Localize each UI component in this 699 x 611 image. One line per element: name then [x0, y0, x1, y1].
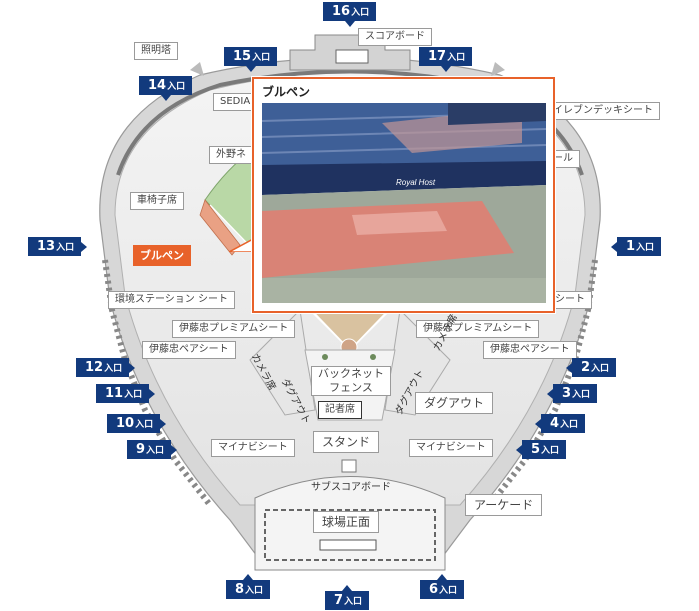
bullpen-strip — [199, 199, 241, 256]
label-env-station[interactable]: 環境ステーション シート — [108, 291, 235, 309]
gate-6[interactable]: 6入口 — [420, 574, 465, 599]
label-seven-eleven-deck[interactable]: イレブンデッキシート — [546, 102, 660, 120]
gate-2[interactable]: 2入口 — [565, 358, 617, 377]
light-tower-left — [190, 62, 204, 76]
bullpen-photo: Royal Host — [262, 103, 546, 303]
gate-3[interactable]: 3入口 — [546, 384, 598, 403]
label-itochu-premium-right[interactable]: 伊藤忠プレミアムシート — [416, 320, 540, 338]
gate-16[interactable]: 16入口 — [323, 2, 377, 27]
label-mynavi-left[interactable]: マイナビシート — [211, 439, 295, 457]
label-main-front[interactable]: 球場正面 — [313, 511, 380, 533]
sub-scoreboard-shape — [341, 459, 357, 473]
label-itochu-pair-left[interactable]: 伊藤忠ペアシート — [142, 341, 236, 359]
label-stand[interactable]: スタンド — [313, 431, 380, 453]
label-scoreboard: スコアボード — [358, 28, 432, 46]
label-mynavi-right[interactable]: マイナビシート — [409, 439, 493, 457]
label-arcade[interactable]: アーケード — [465, 494, 543, 516]
label-backnet-fence[interactable]: バックネット フェンス — [311, 366, 391, 396]
label-itochu-pair-right[interactable]: 伊藤忠ペアシート — [483, 341, 577, 359]
label-itochu-premium-left[interactable]: 伊藤忠プレミアムシート — [172, 320, 296, 338]
light-tower-right — [491, 62, 505, 76]
main-sign — [319, 539, 377, 551]
marker-dot — [322, 354, 328, 360]
gate-4[interactable]: 4入口 — [534, 414, 586, 433]
main-building-windows — [264, 509, 436, 561]
gate-17[interactable]: 17入口 — [419, 47, 473, 72]
label-bullpen[interactable]: ブルペン — [133, 245, 191, 266]
gate-15[interactable]: 15入口 — [224, 47, 278, 72]
scoreboard-panel — [335, 49, 369, 64]
bullpen-popup: ブルペン Royal Host — [252, 77, 555, 313]
gate-10[interactable]: 10入口 — [107, 414, 167, 433]
gate-5[interactable]: 5入口 — [515, 440, 567, 459]
gate-13[interactable]: 13入口 — [28, 237, 88, 256]
label-outfield[interactable]: 外野ネ — [209, 146, 253, 164]
label-lighting-tower: 照明塔 — [134, 42, 178, 60]
gate-1[interactable]: 1入口 — [610, 237, 662, 256]
gate-8[interactable]: 8入口 — [226, 574, 271, 599]
label-dugout[interactable]: ダグアウト — [415, 392, 494, 414]
gate-9[interactable]: 9入口 — [127, 440, 178, 459]
photo-sign-text: Royal Host — [396, 178, 436, 187]
label-wheelchair[interactable]: 車椅子席 — [130, 192, 184, 210]
label-press[interactable]: 記者席 — [318, 401, 362, 419]
gate-11[interactable]: 11入口 — [96, 384, 156, 403]
marker-dot — [370, 354, 376, 360]
gate-7[interactable]: 7入口 — [325, 585, 370, 610]
popup-pointer — [229, 238, 255, 252]
gate-14[interactable]: 14入口 — [139, 76, 193, 101]
gate-12[interactable]: 12入口 — [76, 358, 136, 377]
popup-title: ブルペン — [262, 85, 311, 99]
label-sub-scoreboard: サブスコアボード — [311, 482, 391, 493]
bullpen-photo-image: Royal Host — [262, 103, 546, 303]
